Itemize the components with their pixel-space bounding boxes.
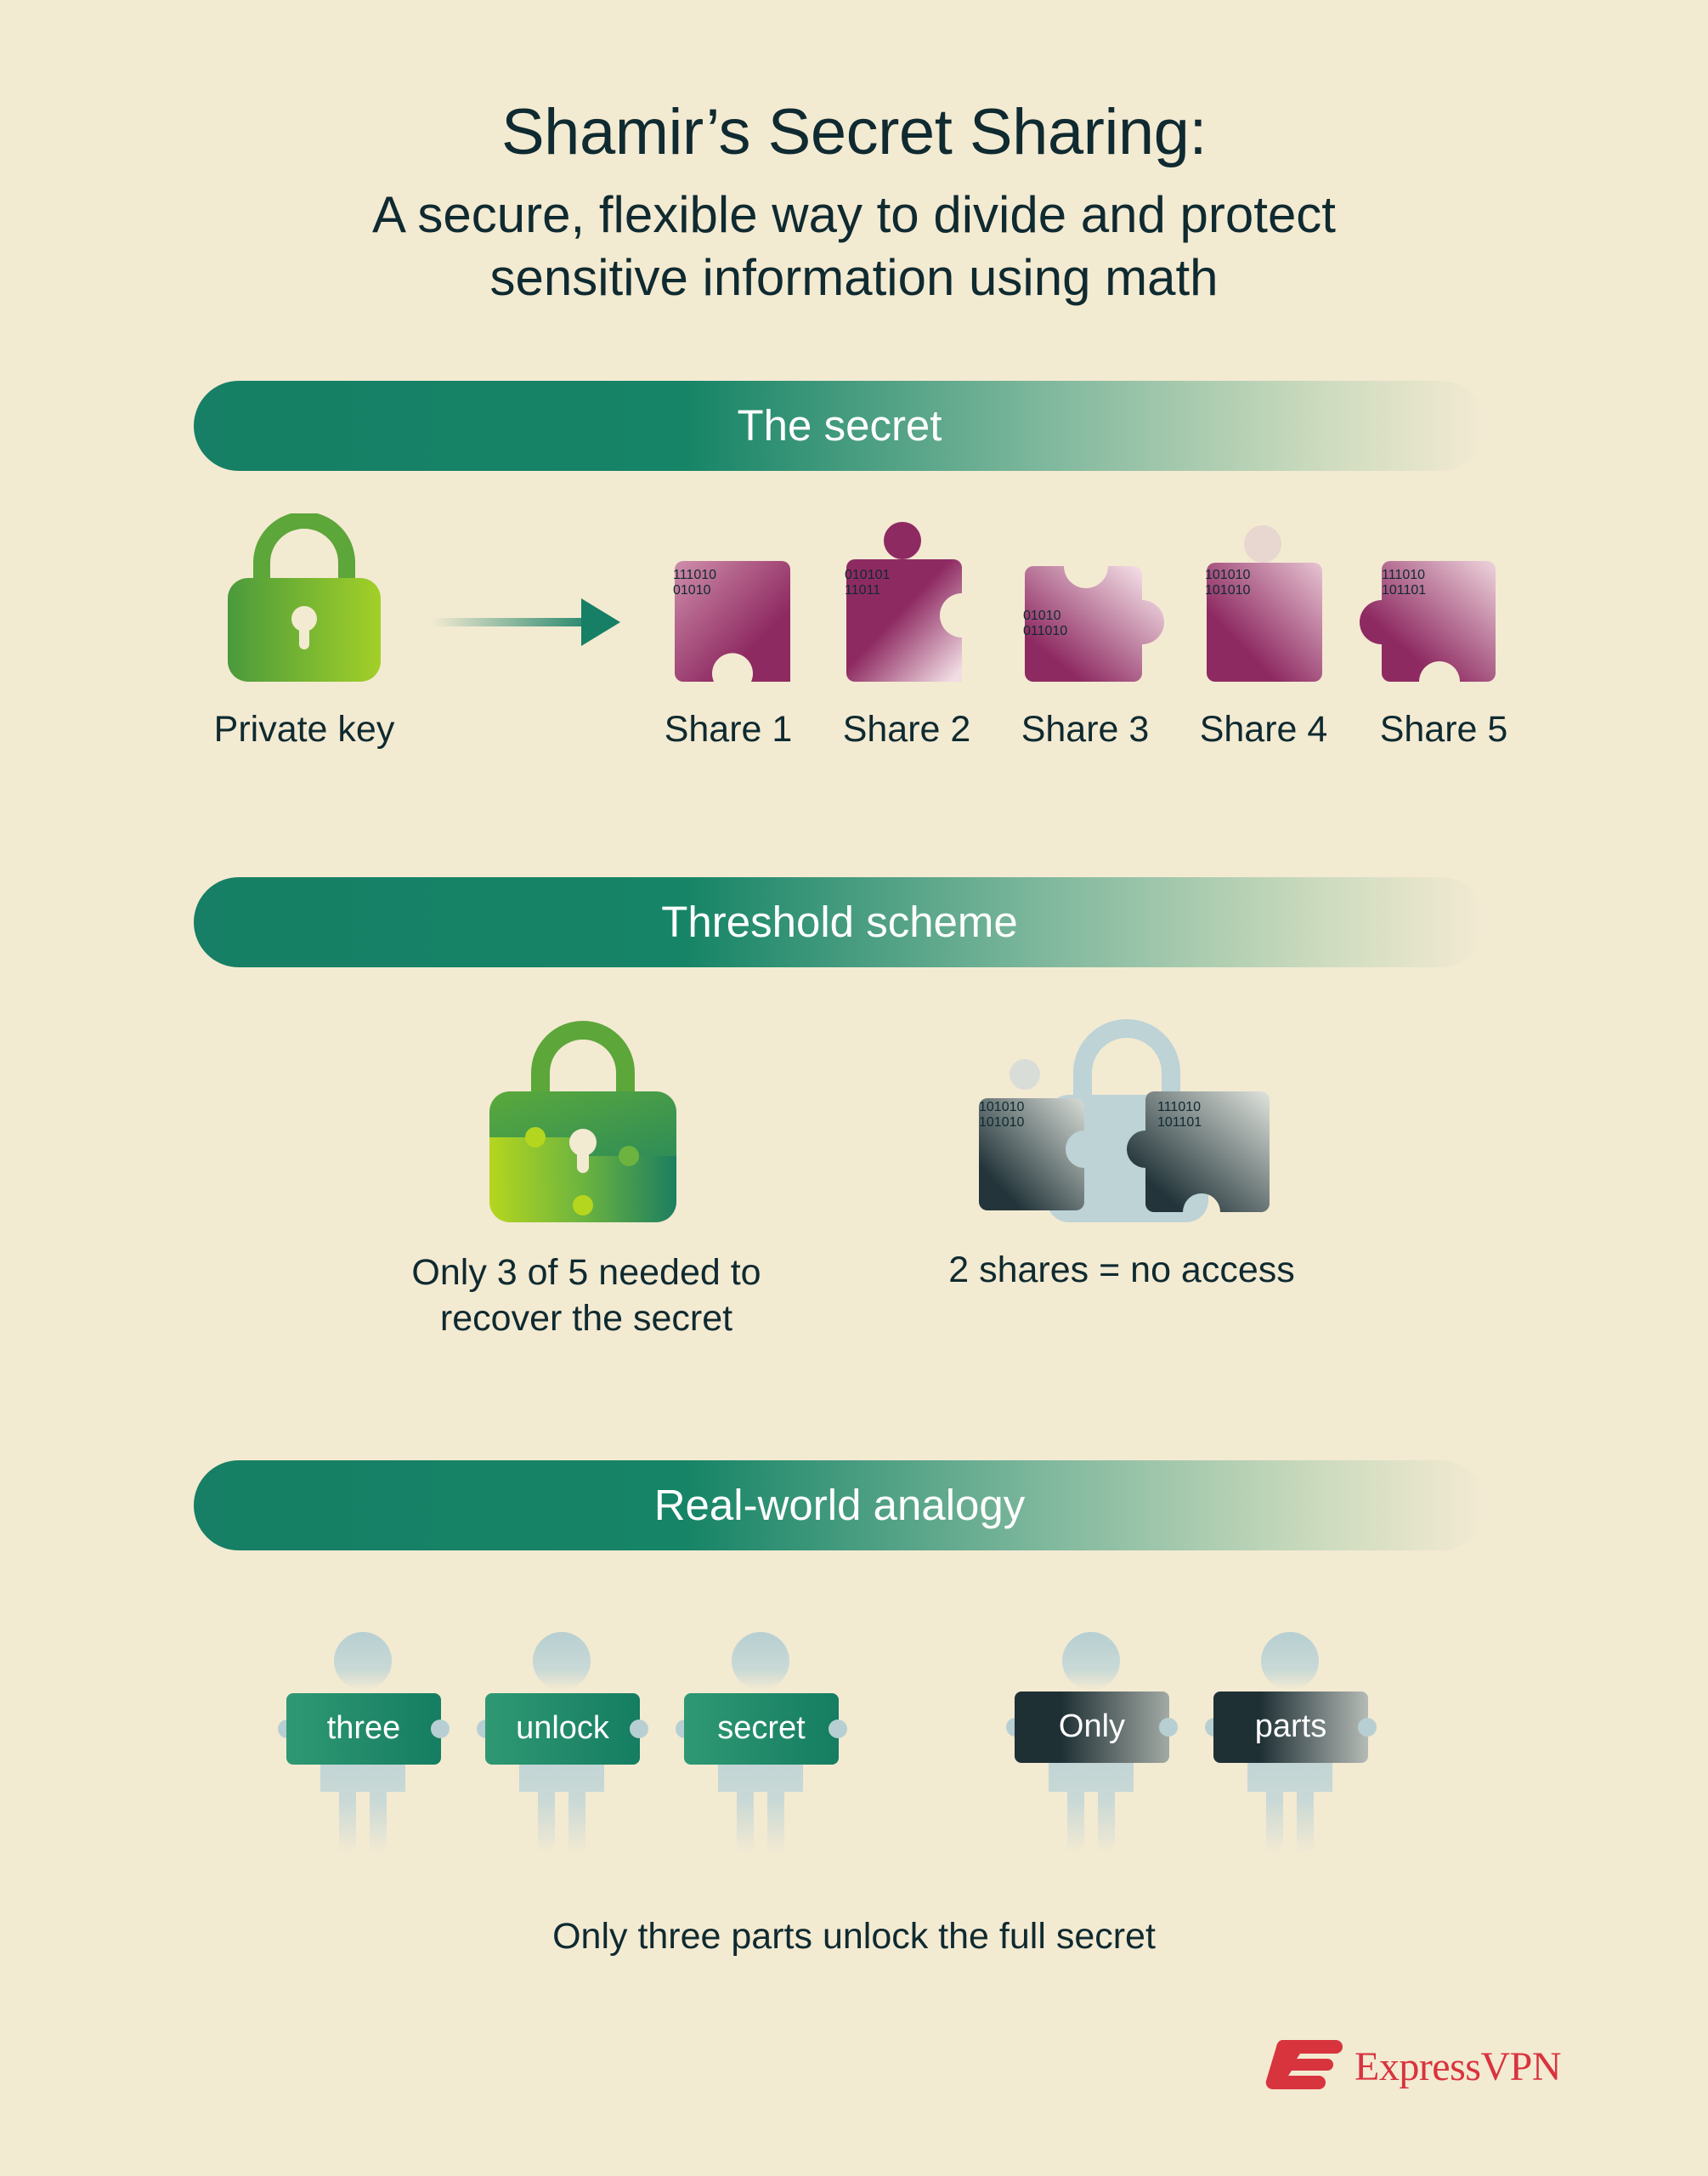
share-4-code-line-2: 101010 [1205, 583, 1251, 598]
private-key-label: Private key [213, 709, 395, 750]
share-2-label: Share 2 [842, 709, 971, 750]
share-1-code: 111010 01010 [673, 568, 792, 598]
section-bar-analogy: Real-world analogy [194, 1460, 1485, 1550]
page-title: Shamir’s Secret Sharing: [501, 96, 1207, 168]
sign-3-right-hand [829, 1720, 847, 1738]
share-4-label: Share 4 [1199, 709, 1328, 750]
share-2-code-line-2: 11011 [845, 583, 881, 598]
share-5-code: 111010 101101 [1382, 568, 1497, 598]
share-1-code-line-2: 01010 [673, 583, 711, 598]
section-heading-analogy: Real-world analogy [653, 1481, 1026, 1529]
section-heading-threshold: Threshold scheme [661, 898, 1018, 946]
fail-piece-right-line-2: 101101 [1157, 1115, 1202, 1130]
share-4-code-line-1: 101010 [1205, 568, 1251, 582]
share-1-code-line-1: 111010 [673, 568, 717, 582]
sign-2-right-hand [630, 1720, 648, 1738]
locked-fail-icon [979, 1019, 1270, 1222]
share-4-code: 101010 101010 [1205, 568, 1324, 598]
section-heading-secret: The secret [737, 401, 942, 450]
brand-name: ExpressVPN [1355, 2044, 1562, 2089]
sign-4-right-hand [1159, 1718, 1178, 1737]
threshold-success-line-1: Only 3 of 5 needed to [411, 1252, 761, 1293]
fail-piece-left-line-1: 101010 [979, 1100, 1025, 1114]
share-2-code-line-1: 010101 [845, 568, 891, 582]
share-5-code-line-2: 101101 [1382, 583, 1427, 598]
section-bar-threshold: Threshold scheme [194, 877, 1485, 967]
share-3-label: Share 3 [1021, 709, 1150, 750]
sign-1-right-hand [431, 1720, 450, 1738]
share-3-code: 01010 011010 [1023, 609, 1142, 639]
sign-three: three [286, 1693, 441, 1765]
threshold-success-caption: Only 3 of 5 needed to recover the secret [357, 1250, 816, 1341]
subtitle-line-2: sensitive information using math [489, 249, 1219, 306]
share-2-puzzle-icon [846, 522, 962, 682]
analogy-caption: Only three parts unlock the full secret [552, 1916, 1156, 1957]
share-4-puzzle-icon [1207, 525, 1322, 682]
section-bar-secret: The secret [194, 381, 1485, 471]
share-3-code-line-2: 011010 [1023, 624, 1068, 638]
fail-piece-left-line-2: 101010 [979, 1115, 1025, 1130]
threshold-fail-caption: 2 shares = no access [948, 1250, 1295, 1290]
share-5-puzzle-icon [1360, 561, 1496, 682]
share-2-code: 010101 11011 [845, 568, 964, 598]
fail-piece-right-line-1: 111010 [1157, 1100, 1202, 1114]
threshold-success-line-2: recover the secret [439, 1298, 733, 1339]
private-key-lock-icon [228, 513, 381, 682]
sign-secret: secret [684, 1693, 839, 1765]
share-5-code-line-1: 111010 [1382, 568, 1426, 582]
unlocked-puzzle-lock-icon [489, 1021, 676, 1222]
sign-only: Only [1015, 1692, 1169, 1763]
share-1-puzzle-icon [675, 561, 790, 682]
page-subtitle: A secure, flexible way to divide and pro… [255, 184, 1453, 309]
sign-parts: parts [1213, 1692, 1368, 1763]
share-3-code-line-1: 01010 [1023, 609, 1061, 623]
share-1-label: Share 1 [664, 709, 793, 750]
sign-5-right-hand [1358, 1718, 1377, 1737]
arrow-right-icon [432, 598, 620, 646]
fail-piece-left-code: 101010 101010 [979, 1100, 1088, 1130]
share-5-label: Share 5 [1379, 709, 1508, 750]
share-3-puzzle-icon [1025, 566, 1164, 682]
fail-piece-right-code: 111010 101101 [1157, 1100, 1266, 1130]
expressvpn-logo-icon [1265, 2040, 1343, 2090]
subtitle-line-1: A secure, flexible way to divide and pro… [372, 186, 1336, 243]
sign-unlock: unlock [485, 1693, 640, 1765]
